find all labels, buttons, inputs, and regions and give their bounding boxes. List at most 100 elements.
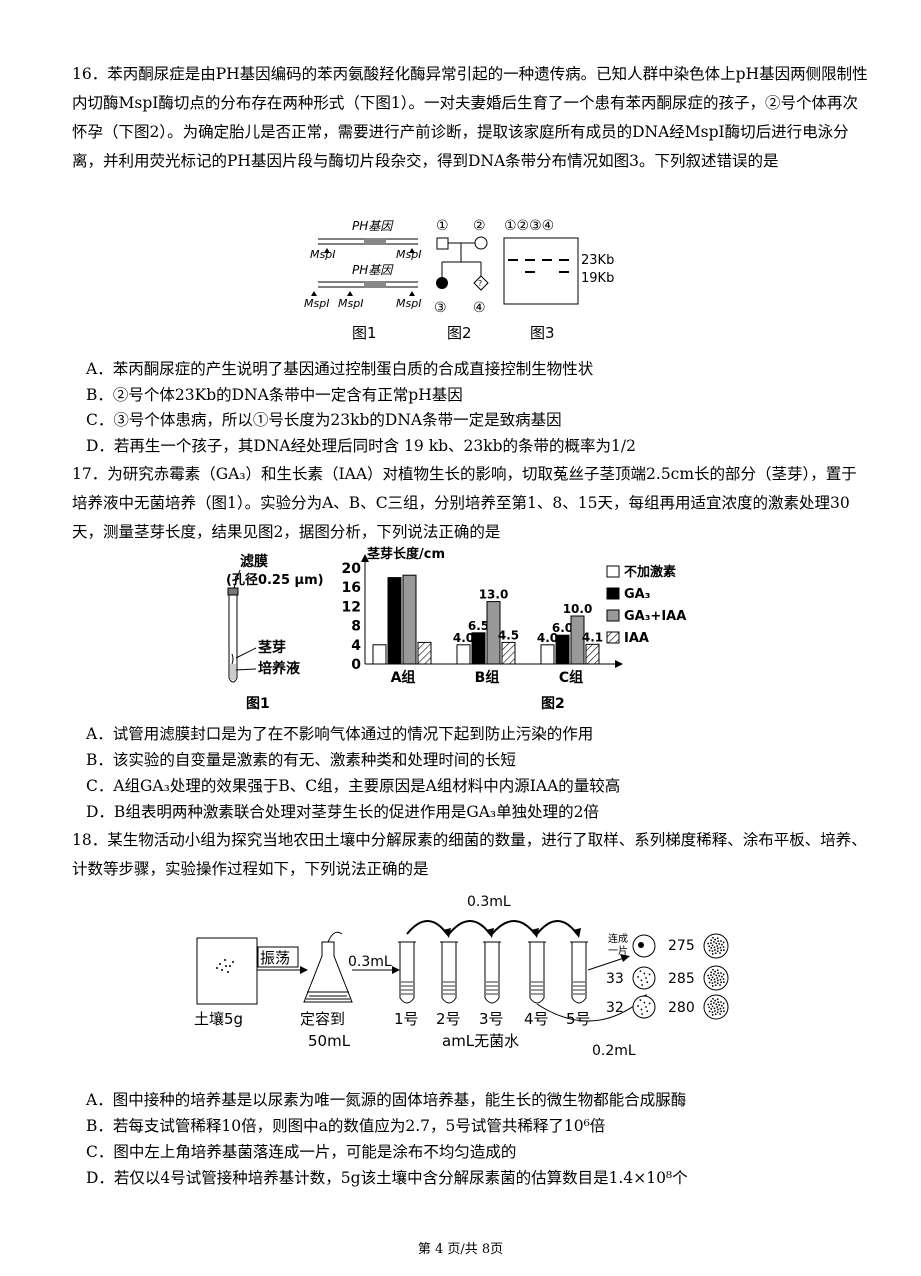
colony-dot xyxy=(710,974,712,976)
colony-dot xyxy=(708,1006,711,1009)
colony-dot xyxy=(712,936,714,939)
question-18-stem: 18．某生物活动小组为探究当地农田土壤中分解尿素的细菌的数量，进行了取样、系列梯… xyxy=(72,831,867,878)
colony-dot xyxy=(711,985,714,987)
fig2-caption: 图2 xyxy=(447,324,472,342)
svg-text:①②③④: ①②③④ xyxy=(504,218,554,234)
transfer-arrowhead xyxy=(486,928,494,938)
colony-dot xyxy=(711,1005,714,1008)
category-label: B组 xyxy=(475,669,500,686)
bar xyxy=(486,601,501,665)
colony-dot xyxy=(714,970,717,973)
q17-option-b: B．该实验的自变量是激素的有无、激素种类和处理时间的长短 xyxy=(86,751,516,769)
svg-text:285: 285 xyxy=(668,971,695,987)
transfer-arrow xyxy=(536,920,578,935)
colony-dot xyxy=(720,975,723,978)
colony-dot xyxy=(714,981,716,983)
page-footer: 第 4 页/共 8页 xyxy=(417,1242,504,1257)
test-tube xyxy=(399,942,415,1004)
svg-text:0.3mL: 0.3mL xyxy=(467,894,511,910)
colony-dot xyxy=(710,1008,713,1010)
colony-dot xyxy=(716,937,719,940)
q18-option-d: D．若仅以4号试管接种培养基计数，5g该土壤中含分解尿素菌的估算数目是1.4×1… xyxy=(86,1169,688,1187)
question-16-stem: 16．苯丙酮尿症是由PH基因编码的苯丙氨酸羟化酶异常引起的一种遗传病。已知人群中… xyxy=(72,65,868,170)
colony-dot xyxy=(714,999,717,1002)
colony-dot xyxy=(643,972,646,975)
q17-option-c: C．A组GA₃处理的效果强于B、C组，主要原因是A组材料中内源IAA的量较高 xyxy=(86,777,621,795)
colony-dot xyxy=(646,1010,649,1013)
svg-text:19Kb: 19Kb xyxy=(581,271,614,286)
svg-text:23Kb: 23Kb xyxy=(581,253,614,268)
tube-label: 1号 xyxy=(394,1010,419,1028)
colony-dot xyxy=(720,949,723,952)
colony-dot xyxy=(714,949,716,951)
colony-dot xyxy=(717,972,720,975)
fig3-gel: ①②③④ 23Kb 19Kb 图3 xyxy=(503,218,614,342)
colony-dot xyxy=(719,984,721,986)
colony-dot xyxy=(714,984,717,987)
colony-dot xyxy=(713,946,716,949)
legend-entry: IAA xyxy=(624,631,649,646)
colony-dot xyxy=(716,945,719,947)
y-axis-label: 茎芽长度/cm xyxy=(367,546,445,562)
q16-option-c: C．③号个体患病，所以①号长度为23kb的DNA条带一定是致病基因 xyxy=(86,411,562,429)
colony-dot xyxy=(712,997,714,1000)
colony-dot xyxy=(710,947,713,949)
colony-dot xyxy=(711,976,714,979)
colony-dot xyxy=(720,943,723,946)
transfer-arrowhead xyxy=(443,928,451,938)
colony-dot xyxy=(715,974,718,977)
colony-dot xyxy=(718,975,721,977)
legend-swatch xyxy=(606,631,620,644)
bar xyxy=(402,574,417,665)
tube-label: 3号 xyxy=(479,1010,504,1028)
colony-dot xyxy=(720,972,722,974)
colony-dot xyxy=(713,1007,716,1010)
q16-option-b: B．②号个体23Kb的DNA条带中一定含有正常pH基因 xyxy=(86,386,463,404)
to-plate-arrow xyxy=(587,957,625,971)
fig3-caption: 图3 xyxy=(530,324,555,342)
colony-dot xyxy=(722,941,725,944)
svg-text:50mL: 50mL xyxy=(308,1032,351,1050)
test-tube xyxy=(571,942,587,1004)
colony-dot xyxy=(707,942,709,945)
q17-fig2-caption: 图2 xyxy=(541,696,565,712)
y-tick-label: 16 xyxy=(342,580,361,596)
tube-label: 5号 xyxy=(566,1010,591,1028)
colony-dot xyxy=(720,940,722,942)
colony-dot xyxy=(708,981,711,984)
colony-dot xyxy=(719,978,722,981)
q17-option-d: D．B组表明两种激素联合处理对茎芽生长的促进作用是GA₃单独处理的2倍 xyxy=(86,803,599,821)
y-tick-label: 20 xyxy=(342,561,362,577)
colony-dot xyxy=(714,1010,716,1012)
colony-dot xyxy=(715,1003,718,1006)
bar-value-label: 4.5 xyxy=(498,628,519,642)
colony-dot xyxy=(723,981,725,984)
svg-text:33: 33 xyxy=(606,971,624,987)
legend-swatch xyxy=(606,609,620,622)
colony-dot xyxy=(640,1008,643,1011)
colony-dot xyxy=(710,1000,713,1003)
colony-dot xyxy=(722,1007,725,1009)
category-label: A组 xyxy=(391,669,416,686)
y-axis-arrow xyxy=(361,554,369,562)
colony-dot xyxy=(720,1004,723,1007)
svg-text:④: ④ xyxy=(473,300,486,316)
colony-dot xyxy=(639,970,642,973)
svg-text:土壤5g: 土壤5g xyxy=(194,1010,243,1028)
svg-text:振荡: 振荡 xyxy=(260,949,290,967)
colony-dot xyxy=(722,973,725,976)
colony-dot xyxy=(722,978,725,980)
colony-dot xyxy=(716,1011,719,1014)
q17-fig1-tube: 滤膜 (孔径0.25 μm) 茎芽 培养液 图1 xyxy=(226,553,324,712)
q18-option-b: B．若每支试管稀释10倍，则图中a的数值应为2.7，5号试管共稀释了10⁶倍 xyxy=(86,1117,606,1135)
colony-dot xyxy=(713,978,716,981)
svg-text:MspI: MspI xyxy=(304,297,329,310)
colony-dot xyxy=(645,1006,647,1008)
svg-text:280: 280 xyxy=(668,1000,695,1016)
colony-dot xyxy=(716,1006,719,1008)
colony-dot xyxy=(645,977,647,979)
colony-dot xyxy=(719,1013,721,1015)
colony-dot xyxy=(710,942,712,944)
colony-dot xyxy=(711,944,714,947)
